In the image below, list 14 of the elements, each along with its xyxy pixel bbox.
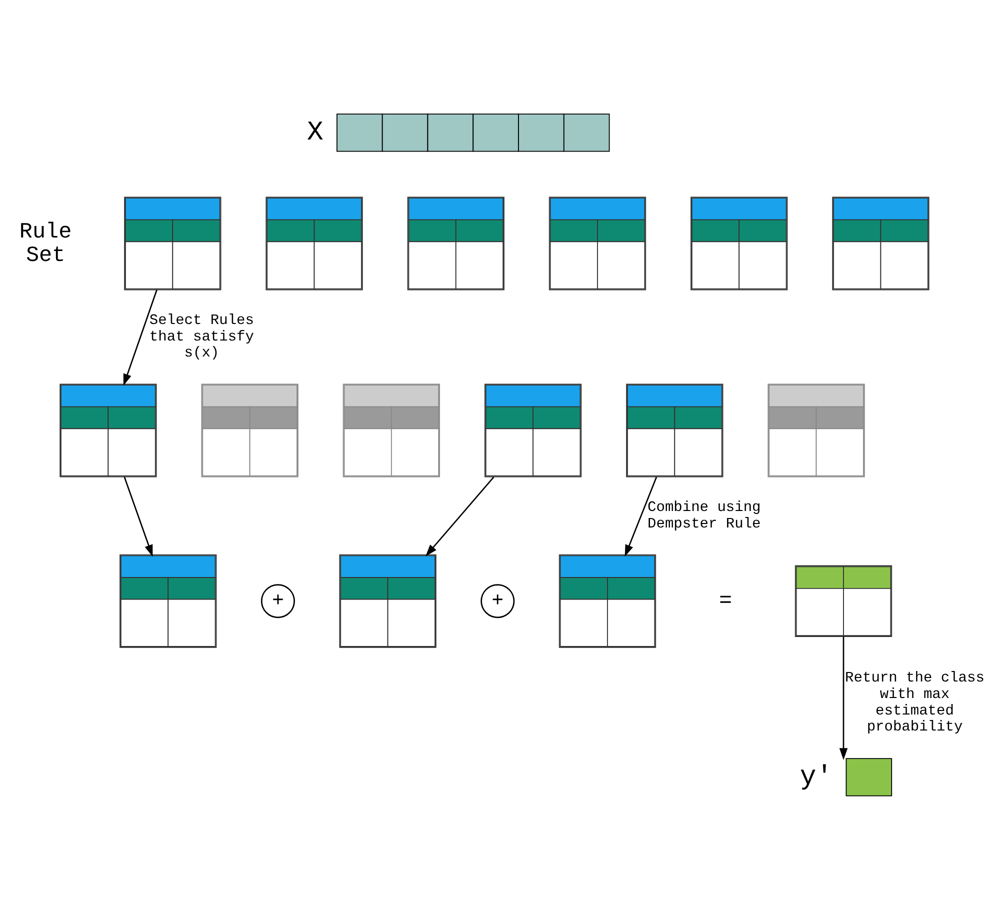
- node-circle: +: [480, 584, 515, 618]
- arrow: [426, 476, 494, 556]
- edge-label: Combine using Dempster Rule: [648, 500, 761, 532]
- node-circle: +: [260, 584, 295, 618]
- node-label: X: [307, 117, 324, 148]
- label: =: [718, 588, 732, 614]
- edge-label: Return the class with max estimated probability: [845, 670, 984, 736]
- arrow: [839, 636, 848, 760]
- node-label: y': [800, 762, 833, 793]
- arrow: [123, 289, 158, 386]
- arrow: [124, 476, 153, 556]
- arrow: [624, 476, 658, 556]
- edge-label: Select Rules that satisfy s(x): [149, 312, 254, 362]
- label: Rule Set: [19, 218, 72, 268]
